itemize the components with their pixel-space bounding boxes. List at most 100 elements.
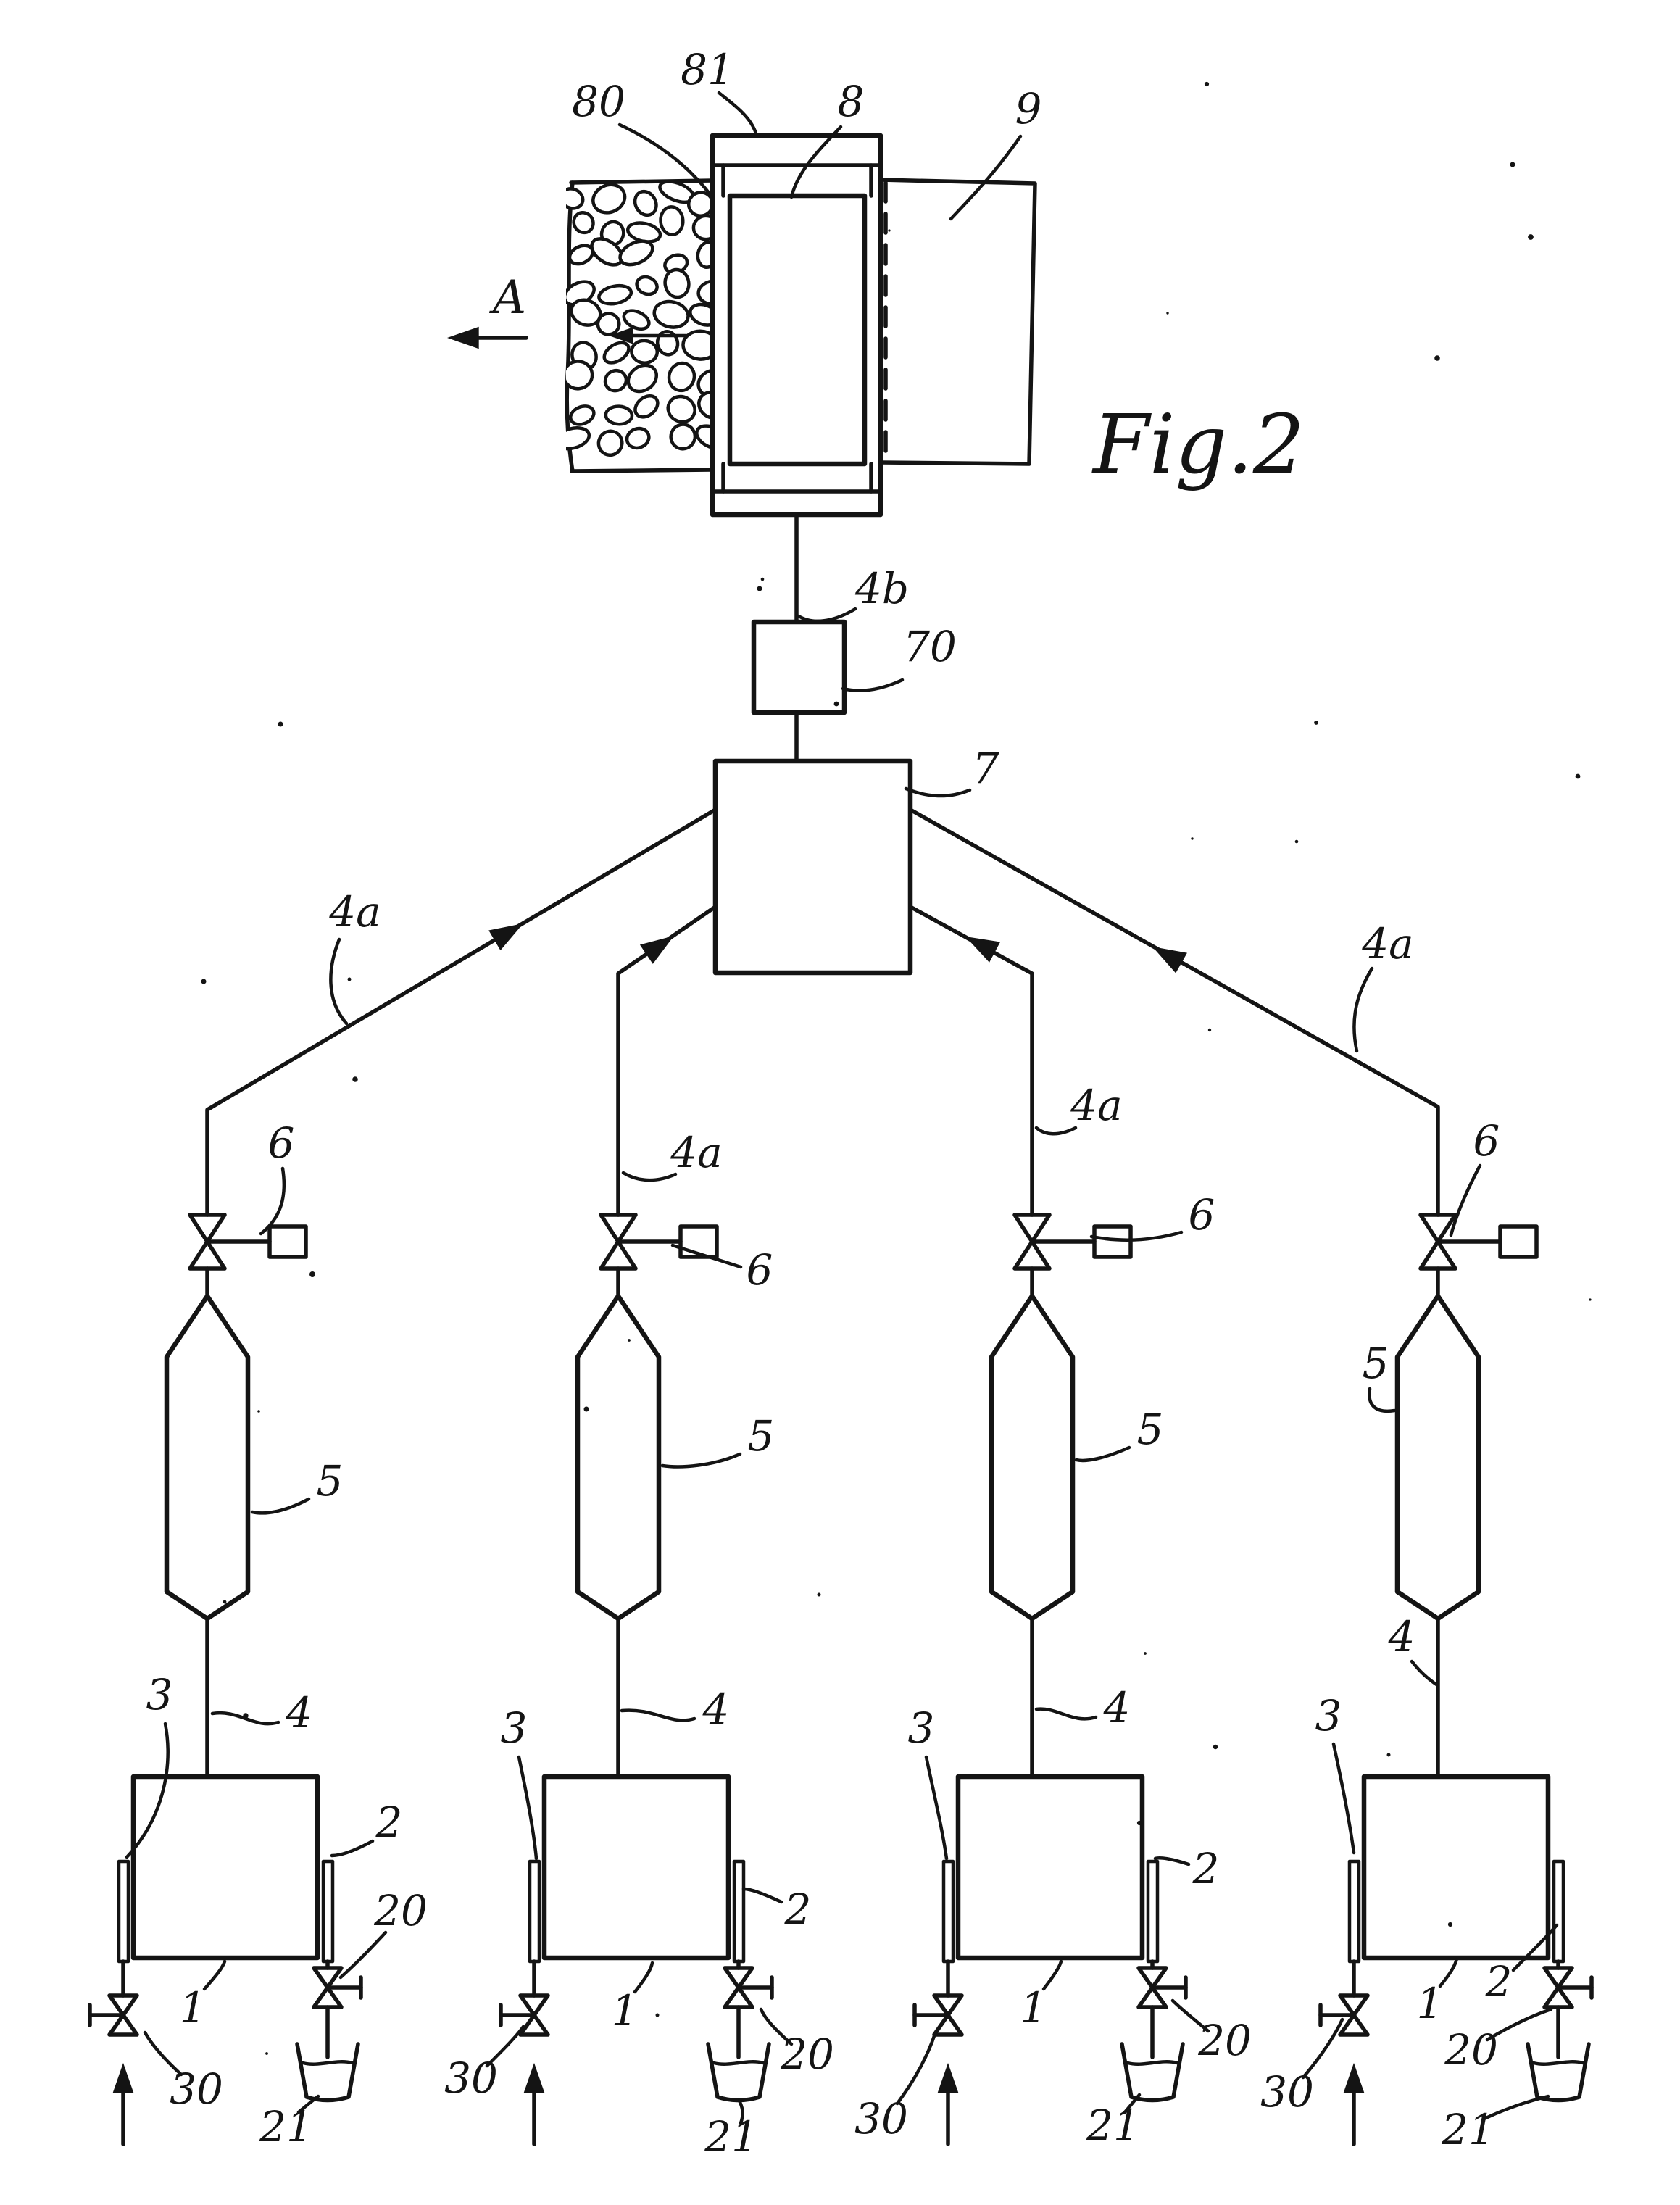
leader-3-branch4 — [1331, 1742, 1356, 1855]
speckle-dot — [1589, 1298, 1592, 1301]
ref-label-80: 80 — [572, 77, 625, 126]
pipe-2-branch3 — [1146, 1859, 1160, 1964]
inlet-arrow-30-branch1 — [112, 2063, 134, 2146]
supply-line-4a-2: 4a — [616, 905, 723, 1217]
leader-5-branch2 — [660, 1452, 742, 1469]
rubble-stone — [633, 189, 658, 217]
arrowhead-up — [112, 2063, 134, 2093]
rubble-stone — [572, 211, 595, 235]
vessel-5-branch4 — [1394, 1293, 1481, 1621]
leader-21-branch1 — [296, 2094, 320, 2114]
speckle-dot — [1386, 1753, 1391, 1757]
probe-bottom-cap — [710, 462, 883, 494]
ref-label-4a-1: 4a — [328, 887, 381, 937]
ref-label-70: 70 — [903, 622, 957, 671]
ref-label-20-branch3: 20 — [1197, 2016, 1252, 2065]
leader-2-branch4 — [1511, 1923, 1559, 1972]
rubble-stone — [655, 330, 680, 357]
leader-4a-4 — [1352, 966, 1374, 1053]
riser-line-4b: 4b — [794, 512, 909, 624]
vessel-5-branch3 — [989, 1293, 1076, 1621]
leader-70 — [841, 678, 905, 692]
ref-label-A: A — [489, 271, 526, 325]
rubble-wall — [565, 178, 715, 473]
valve-6-branch4 — [1418, 1213, 1539, 1271]
speckle-dot — [1136, 1820, 1142, 1826]
ref-label-7: 7 — [973, 744, 999, 793]
speckle-dot — [1207, 1028, 1212, 1032]
supply-line-4a-1: 4a — [205, 807, 718, 1217]
drain-valve-20-branch1 — [312, 1966, 363, 2009]
rubble-stone — [566, 426, 591, 451]
speckle-dot — [760, 577, 765, 581]
rubble-stone — [603, 368, 628, 393]
section-arrow-A — [447, 326, 528, 349]
leader-6-branch2 — [670, 1243, 743, 1269]
leader-20-branch1 — [338, 1930, 388, 1980]
leader-1-branch4 — [1438, 1956, 1459, 1988]
ref-label-6-branch1: 6 — [268, 1118, 295, 1168]
speckle-dot — [257, 1410, 260, 1413]
ref-label-1-branch3: 1 — [1020, 1983, 1047, 2032]
rubble-stone — [689, 302, 714, 327]
ref-label-2-branch4: 2 — [1485, 1957, 1513, 2006]
cup-21-branch2 — [706, 2005, 771, 2103]
speckle-dot — [1144, 1652, 1147, 1655]
rubble-stone — [666, 394, 696, 424]
tank-1-branch3 — [955, 1774, 1145, 1961]
leader-80 — [617, 122, 711, 195]
leader-30-branch1 — [143, 2030, 183, 2077]
speckle-dot — [1528, 234, 1534, 240]
inlet-valve-branch3 — [912, 1993, 964, 2037]
ref-label-4b: 4b — [854, 564, 909, 613]
ref-label-4a-2: 4a — [670, 1128, 722, 1177]
arrowhead-up — [937, 2063, 959, 2093]
ref-label-20-branch2: 20 — [780, 2030, 834, 2079]
speckle-dot — [1166, 312, 1169, 315]
drain-valve-20-branch4 — [1542, 1966, 1594, 2009]
rubble-stone — [626, 363, 658, 394]
rubble-stone — [633, 394, 660, 419]
pipe-2-branch2 — [732, 1859, 746, 1964]
ref-label-21-branch1: 21 — [259, 2102, 313, 2151]
ref-label-5-branch2: 5 — [748, 1411, 775, 1461]
leader-21-branch2 — [737, 2098, 744, 2125]
actuator-box-branch3 — [1092, 1224, 1133, 1259]
cup-21-branch4 — [1526, 2005, 1591, 2103]
vessel-5-branch2 — [575, 1293, 662, 1621]
scan-speckles — [201, 81, 1592, 2055]
ref-label-81: 81 — [681, 45, 734, 94]
actuator-box-branch4 — [1498, 1224, 1539, 1259]
inlet-valve-branch4 — [1318, 1993, 1370, 2037]
pipe-2-branch4 — [1552, 1859, 1565, 1964]
leader-21-branch4 — [1482, 2094, 1550, 2121]
ref-label-4-branch3: 4 — [1103, 1683, 1131, 1732]
leader-9 — [949, 134, 1023, 221]
speckle-dot — [1447, 1922, 1453, 1927]
leader-2-branch2 — [741, 1887, 783, 1904]
flow-arrowhead — [1147, 937, 1187, 973]
rubble-stone — [652, 299, 690, 329]
leader-21-branch3 — [1123, 2093, 1142, 2114]
leader-20-branch4 — [1485, 2007, 1553, 2042]
actuator-box-branch2 — [678, 1224, 719, 1259]
flow-arrowhead — [639, 926, 681, 964]
ref-label-4a-3: 4a — [1070, 1081, 1122, 1130]
ref-label-21-branch3: 21 — [1086, 2101, 1140, 2150]
unit-box-70: 70 — [751, 619, 957, 715]
leader-5-branch1 — [250, 1497, 311, 1515]
pipe-3-branch2 — [528, 1859, 541, 1964]
ref-label-2-branch1: 2 — [375, 1798, 403, 1847]
wall-block-9 — [878, 178, 1037, 466]
speckle-dot — [1314, 721, 1318, 725]
leader-4-branch2 — [620, 1708, 696, 1722]
leader-4a-3 — [1034, 1126, 1078, 1136]
leader-6-branch1 — [259, 1166, 286, 1236]
vessel-5-branch1 — [164, 1293, 251, 1621]
rubble-stone — [622, 309, 651, 331]
ref-label-4-branch1: 4 — [286, 1688, 313, 1737]
speckle-dot — [223, 1600, 227, 1604]
tank-1-branch2 — [541, 1774, 731, 1961]
